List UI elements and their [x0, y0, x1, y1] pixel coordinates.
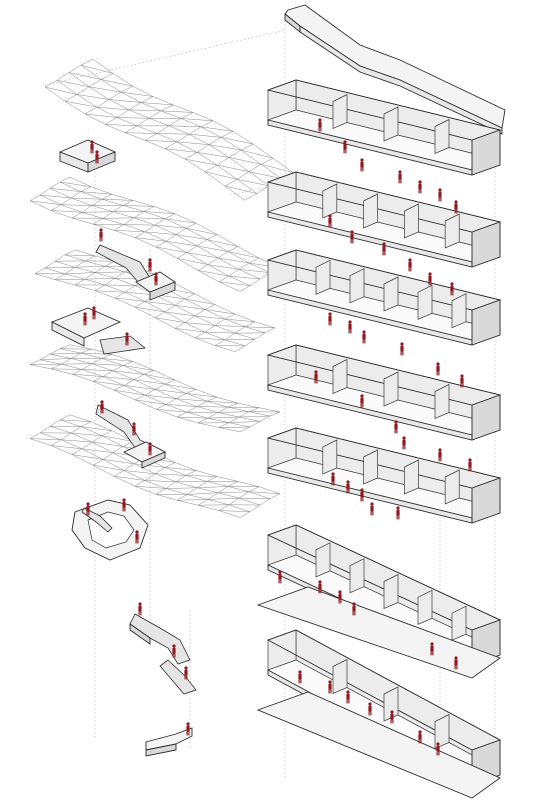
- person-figure: [438, 188, 442, 202]
- person-figure: [184, 666, 188, 680]
- stair-level-2: [95, 244, 176, 301]
- person-figure: [172, 644, 176, 658]
- person-figure: [362, 330, 366, 344]
- person-figure: [436, 742, 440, 756]
- person-figure: [318, 118, 322, 132]
- mesh-layer-5: [29, 414, 281, 518]
- person-figure: [368, 702, 372, 716]
- floor-volumes: [256, 79, 502, 799]
- person-figure: [360, 158, 364, 172]
- person-figure: [398, 170, 402, 184]
- person-figure: [370, 502, 374, 516]
- person-figure: [350, 230, 354, 244]
- person-figure: [122, 498, 126, 512]
- person-figure: [314, 370, 318, 384]
- roof-slab: [284, 4, 506, 135]
- person-figure: [318, 580, 322, 594]
- person-figure: [430, 642, 434, 656]
- person-figure: [298, 670, 302, 684]
- person-figure: [92, 306, 96, 320]
- platform-level-1: [58, 139, 117, 173]
- person-figure: [418, 180, 422, 194]
- person-figure: [346, 480, 350, 494]
- person-figure: [360, 488, 364, 502]
- person-figure: [450, 282, 454, 296]
- person-figure: [402, 436, 406, 450]
- person-figure: [135, 530, 139, 544]
- person-figure: [99, 228, 103, 242]
- standalone-stair-upper: [129, 613, 197, 695]
- person-figure: [360, 394, 364, 408]
- person-figure: [328, 312, 332, 326]
- person-figure: [186, 722, 190, 736]
- floor-volume-6: [256, 524, 502, 679]
- person-figure: [148, 442, 152, 456]
- person-figure: [382, 242, 386, 256]
- mesh-layer-1: [44, 59, 294, 201]
- floor-volume-7: [256, 629, 502, 799]
- person-figure: [100, 400, 104, 414]
- person-figure: [328, 214, 332, 228]
- person-figure: [328, 680, 332, 694]
- person-figure: [428, 272, 432, 286]
- person-figure: [346, 690, 350, 704]
- person-figure: [125, 332, 129, 346]
- person-figure: [400, 342, 404, 356]
- left-mesh-layers: [29, 59, 294, 518]
- person-figure: [343, 140, 347, 154]
- floor-volume-2: [266, 171, 502, 268]
- person-figure: [278, 570, 282, 584]
- person-figure: [408, 258, 412, 272]
- person-figure: [394, 420, 398, 434]
- floor-volume-1: [266, 79, 502, 176]
- stair-level-4: [95, 404, 167, 469]
- person-figure: [390, 710, 394, 724]
- floor-volume-5: [266, 427, 502, 524]
- floor-volume-3: [266, 249, 502, 346]
- person-figure: [460, 374, 464, 388]
- standalone-stair-lower: [145, 727, 193, 757]
- person-figure: [454, 200, 458, 214]
- person-figure: [138, 602, 142, 616]
- mesh-layer-4: [29, 344, 281, 433]
- person-figure: [436, 362, 440, 376]
- person-figure: [148, 258, 152, 272]
- person-figure: [154, 272, 158, 286]
- person-figure: [90, 140, 94, 154]
- platform-level-3: [50, 307, 146, 355]
- floor-volume-4: [266, 344, 502, 441]
- person-figure: [95, 150, 99, 164]
- stair-ring-level-5: [71, 499, 149, 561]
- person-figure: [83, 312, 87, 326]
- person-figure: [352, 602, 356, 616]
- person-figure: [438, 448, 442, 462]
- person-figure: [331, 472, 335, 486]
- person-figure: [132, 422, 136, 436]
- person-figure: [454, 656, 458, 670]
- person-figure: [348, 320, 352, 334]
- person-figure: [468, 458, 472, 472]
- person-figure: [396, 506, 400, 520]
- person-figure: [86, 502, 90, 516]
- person-figure: [418, 730, 422, 744]
- people-figures: [83, 118, 472, 756]
- mesh-layer-2: [29, 176, 281, 292]
- person-figure: [338, 590, 342, 604]
